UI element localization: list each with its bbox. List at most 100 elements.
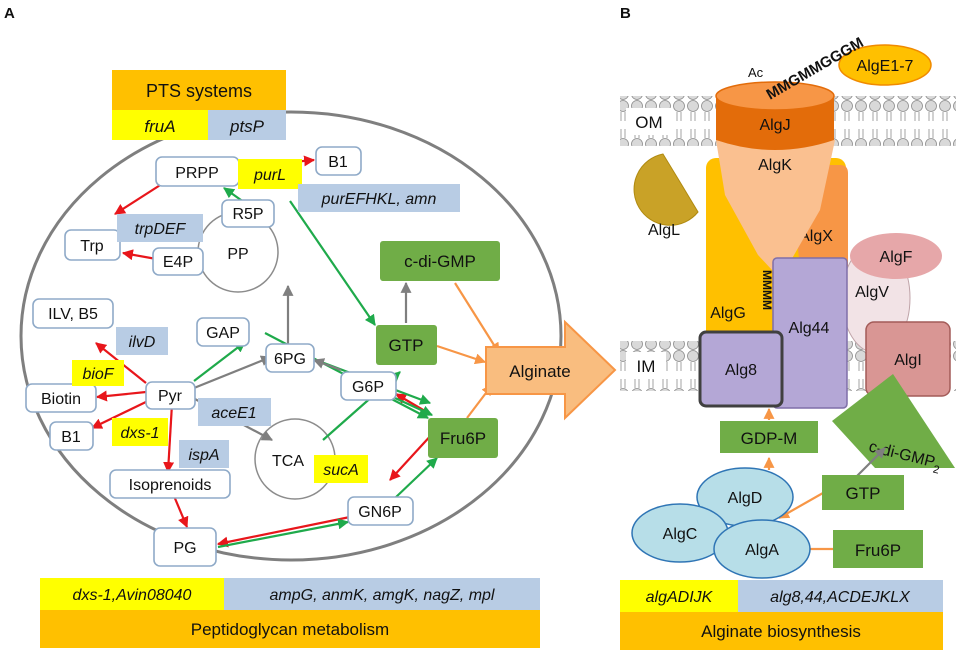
gene-aceE1-box <box>198 398 271 426</box>
gene-trpDEF: trpDEF <box>135 221 187 238</box>
algL-protein <box>633 153 699 226</box>
gene-purEFHKL: purEFHKL, amn <box>321 191 437 208</box>
node-gtp-label: GTP <box>389 336 424 355</box>
algC-label: AlgC <box>663 526 698 543</box>
node-pyr-label: Pyr <box>158 388 183 405</box>
node-b1-bottom <box>49 421 94 451</box>
gene-trpDEF-box <box>117 214 203 242</box>
node-gn6p-label: GN6P <box>358 504 402 521</box>
node-gap <box>196 317 250 347</box>
node-biotin-label: Biotin <box>41 391 81 408</box>
algV-label: AlgV <box>855 284 889 301</box>
node-gn6p <box>347 496 414 526</box>
algA-label: AlgA <box>745 542 779 559</box>
algX-label: AlgX <box>799 228 833 245</box>
node-r5p-label: R5P <box>232 206 263 223</box>
acetyl-label: Ac <box>748 65 764 80</box>
pts-title: PTS systems <box>146 81 252 101</box>
footer-a-up-genes: dxs-1,Avin08040 <box>73 587 192 604</box>
fru6p-b-label: Fru6P <box>855 541 901 560</box>
algG-label: AlgG <box>710 305 746 322</box>
panel-a-letter: A <box>4 5 15 22</box>
algI-label: AlgI <box>894 352 922 369</box>
node-trp-label: Trp <box>80 238 104 255</box>
gene-dxs1: dxs-1 <box>120 425 159 442</box>
tca-label: TCA <box>272 453 304 470</box>
algA-enzyme <box>713 519 811 579</box>
node-b1-top <box>315 146 362 176</box>
gene-sucA: sucA <box>323 462 359 479</box>
alg44-label: Alg44 <box>789 320 830 337</box>
gene-purEFHKL-box <box>298 184 460 212</box>
node-e4p-label: E4P <box>163 254 193 271</box>
gene-bioF: bioF <box>82 366 114 383</box>
footer-b-up-genes: algADIJK <box>646 589 714 606</box>
node-6pg <box>265 343 315 373</box>
gtp-b-label: GTP <box>846 484 881 503</box>
gene-purL: purL <box>253 167 286 184</box>
gene-ilvD-box <box>116 327 168 355</box>
om-label: OM <box>635 113 662 132</box>
node-e4p <box>152 247 204 276</box>
node-isoprenoids-label: Isoprenoids <box>129 477 212 494</box>
algI-protein <box>865 321 951 397</box>
alg8-label: Alg8 <box>725 362 757 379</box>
node-pyr <box>145 381 196 410</box>
footer-b-up-box <box>620 580 738 612</box>
gene-ilvD: ilvD <box>129 334 156 351</box>
panel-b-letter: B <box>620 5 631 22</box>
fru6p-b-box <box>833 530 923 568</box>
node-ilv-b5-label: ILV, B5 <box>48 306 98 323</box>
node-gtp <box>376 325 437 365</box>
node-ilv-b5 <box>32 298 114 329</box>
node-r5p <box>221 199 275 228</box>
node-b1-top-label: B1 <box>328 154 348 171</box>
gene-sucA-box <box>314 455 368 483</box>
ptsP-gene: ptsP <box>229 117 265 136</box>
im-label-bg <box>626 352 666 379</box>
node-g6p <box>340 371 397 401</box>
node-gap-label: GAP <box>206 325 240 342</box>
pp-label: PP <box>227 246 248 263</box>
node-pg <box>153 527 217 567</box>
gene-bioF-box <box>72 360 124 386</box>
node-isoprenoids <box>109 469 231 499</box>
algJ-top <box>715 81 835 111</box>
footer-a-up-box <box>40 578 224 610</box>
node-6pg-label: 6PG <box>274 351 306 368</box>
gene-aceE1: aceE1 <box>211 405 256 422</box>
footer-a-down-box <box>224 578 540 610</box>
footer-b-down-genes: alg8,44,ACDEJKLX <box>770 589 911 606</box>
algF-protein <box>850 233 942 279</box>
footer-a-header <box>40 610 540 648</box>
node-c-di-gmp-label: c-di-GMP <box>404 252 476 271</box>
node-fru6p <box>428 418 498 458</box>
periplasm-chain: MMMM <box>760 270 774 310</box>
node-trp <box>64 229 121 261</box>
gtp-b-box <box>822 475 904 510</box>
alg8-protein <box>698 330 784 408</box>
gene-purL-box <box>238 159 302 189</box>
gdp-m-label: GDP-M <box>741 429 798 448</box>
fruA-gene: fruA <box>144 117 175 136</box>
footer-b-down-box <box>738 580 943 612</box>
node-pg-label: PG <box>173 540 196 557</box>
footer-b-title: Alginate biosynthesis <box>701 622 861 641</box>
node-prpp-label: PRPP <box>175 165 219 182</box>
footer-b-header <box>620 612 943 650</box>
alginate-label: Alginate <box>509 362 570 381</box>
im-label: IM <box>637 357 656 376</box>
node-biotin <box>25 383 97 413</box>
om-label-bg <box>626 108 672 135</box>
fruA-box <box>112 110 208 140</box>
node-g6p-label: G6P <box>352 379 384 396</box>
gene-ispA: ispA <box>188 447 219 464</box>
footer-a-down-genes: ampG, anmK, amgK, nagZ, mpl <box>270 587 495 604</box>
algJ-protein <box>716 96 834 150</box>
alginate-arrow <box>485 319 617 421</box>
algF-label: AlgF <box>880 249 913 266</box>
gdp-m-box <box>720 421 818 453</box>
ptsP-box <box>208 110 286 140</box>
node-c-di-gmp <box>380 241 500 281</box>
